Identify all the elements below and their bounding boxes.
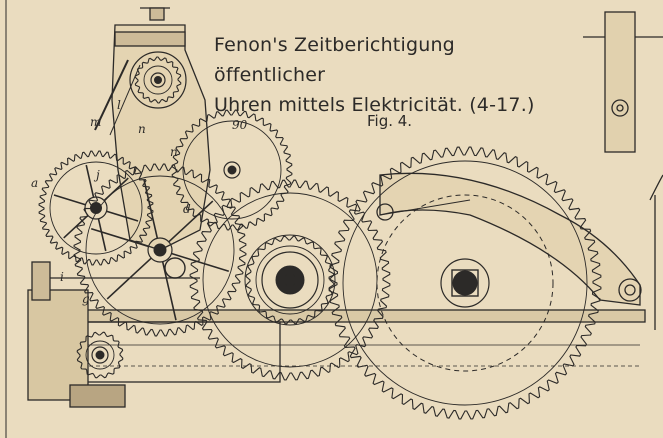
left-spoked-wheel-spoke <box>53 194 86 206</box>
label-n-lower: n <box>170 145 178 159</box>
center-spoked-gear-spoke <box>90 227 149 248</box>
dashed-inner-circle <box>376 194 554 372</box>
upper-dial-gear-hub <box>223 161 241 179</box>
upper-dial-gear-rim <box>182 120 282 220</box>
lower-pinion-hub <box>91 346 109 364</box>
top-lug <box>149 7 165 21</box>
large-right-gear <box>328 146 602 420</box>
left-spoked-wheel-spoke <box>85 164 95 198</box>
label-90: 90 <box>232 118 248 132</box>
upper-small-wheel <box>134 56 182 104</box>
small-pivot <box>164 257 186 279</box>
center-spoked-gear-hub <box>147 237 173 263</box>
square-arbor <box>451 269 479 297</box>
left-spoked-wheel-rim <box>49 161 143 255</box>
label-g: g <box>82 292 90 306</box>
large-right-gear-hub <box>440 258 490 308</box>
upper-small-wheel-hub <box>150 72 166 88</box>
title-line-2-text: Uhren mittels Elektricität. <box>214 94 463 116</box>
pinion-wheel-axle <box>283 273 297 287</box>
label-n-upper: n <box>138 122 146 136</box>
title-line-1: Fenon's Zeitberichtigung öffentlicher <box>214 34 455 86</box>
upper-small-wheel-rim <box>143 65 173 95</box>
middle-gear-rim <box>202 192 378 368</box>
bottom-foot <box>69 384 126 408</box>
base-plate <box>39 309 646 323</box>
center-spoked-gear-rim <box>85 175 235 325</box>
frame-cap <box>114 31 186 47</box>
pinion-wheel <box>245 235 335 325</box>
label-d: d <box>183 202 191 216</box>
large-right-gear-rim <box>342 160 588 406</box>
center-spoked-gear-axle <box>153 243 167 257</box>
lower-pinion-rim <box>85 340 115 370</box>
figure-label: Fig. 4. <box>367 112 413 130</box>
plate-title: Fenon's Zeitberichtigung öffentlicher Uh… <box>214 30 554 120</box>
left-spoked-wheel-spoke <box>63 214 89 239</box>
lever-l <box>94 59 129 131</box>
middle-gear-hub <box>261 251 319 309</box>
upper-dial-gear <box>171 109 293 231</box>
upper-dial-gear-axle <box>227 165 237 175</box>
title-line-2: Uhren mittels Elektricität. (4-17.) <box>214 90 554 120</box>
lower-pinion-axle <box>95 350 105 360</box>
upper-collar <box>129 51 187 109</box>
center-spoked-gear-spoke <box>168 200 214 243</box>
top-right-bracket <box>604 11 636 153</box>
label-a: a <box>31 176 39 190</box>
lower-pinion <box>76 331 124 379</box>
large-right-gear-axle <box>452 270 478 296</box>
lower-bracket <box>27 289 89 401</box>
label-l: l <box>117 98 121 112</box>
title-ref: (4-17.) <box>469 94 535 116</box>
left-spoked-wheel-spoke <box>97 218 107 252</box>
center-spoked-gear-spoke <box>143 179 159 239</box>
label-j: j <box>96 168 100 182</box>
pinion-wheel-rim <box>255 245 325 315</box>
middle-gear-inner <box>244 234 336 326</box>
middle-gear <box>189 179 391 381</box>
center-spoked-gear <box>73 163 247 337</box>
left-spoked-wheel-axle <box>90 202 102 214</box>
label-i: i <box>60 270 64 284</box>
right-arm-housing <box>379 172 641 306</box>
left-spoked-wheel-spoke <box>106 210 139 222</box>
label-m: m <box>90 115 102 129</box>
right-pivot <box>618 278 642 302</box>
pinion-wheel-hub <box>277 267 303 293</box>
upper-small-wheel-axle <box>154 76 162 84</box>
center-spoked-gear-spoke <box>106 257 152 300</box>
center-spoked-gear-spoke <box>171 252 230 273</box>
left-spoked-wheel <box>38 150 154 266</box>
